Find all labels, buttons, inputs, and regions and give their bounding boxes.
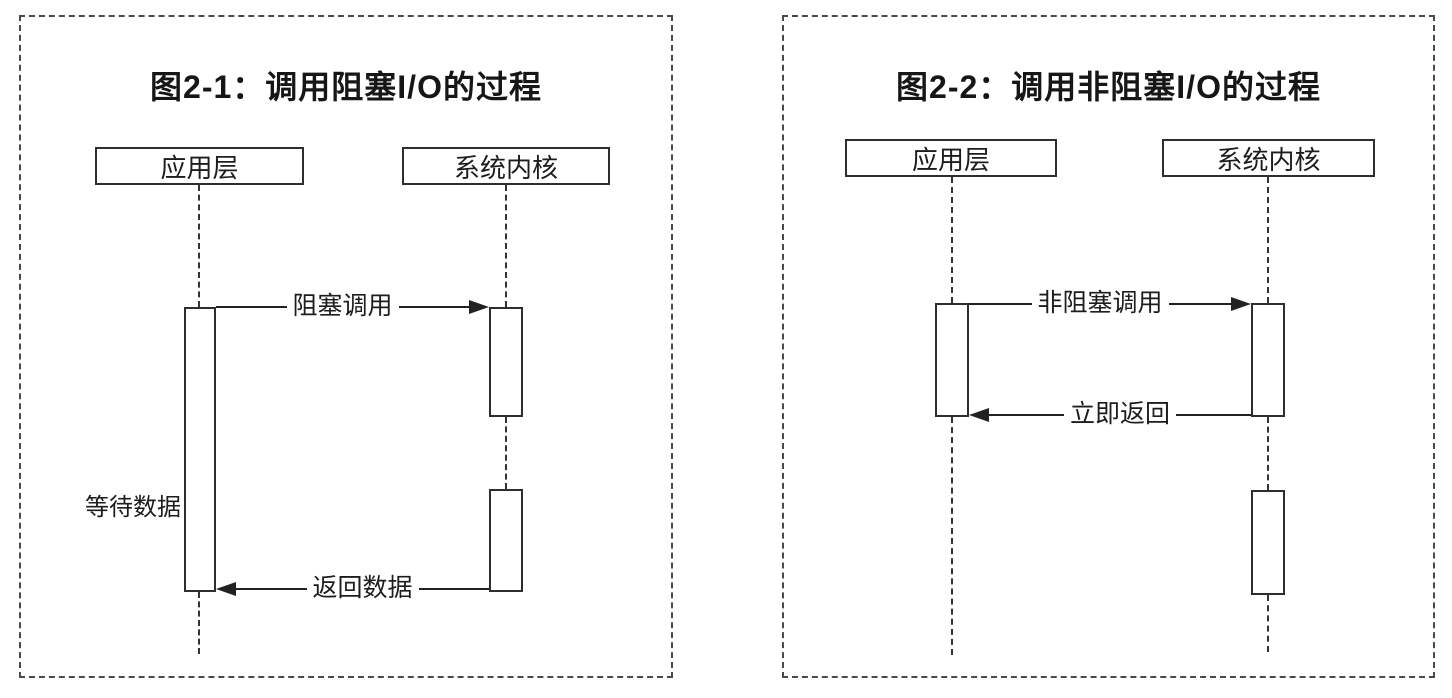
arrow-line: [989, 414, 1064, 416]
message-label-nonblocking-call: 非阻塞调用: [1037, 290, 1163, 317]
lifeline-kernel-lower: [1267, 595, 1269, 652]
message-label-return-data: 返回数据: [312, 575, 413, 602]
actor-label-system-kernel: 系统内核: [453, 153, 558, 183]
message-return-data: 返回数据: [216, 571, 490, 607]
arrow-line: [398, 306, 470, 308]
arrow-line: [1168, 303, 1232, 305]
actor-box-system-kernel: 系统内核: [402, 147, 610, 185]
actor-box-application-layer: 应用层: [845, 139, 1057, 177]
activation-bar-kernel-1: [1251, 303, 1285, 417]
arrow-line: [216, 306, 287, 308]
message-immediate-return: 立即返回: [969, 397, 1252, 433]
activation-bar-kernel-2: [1251, 490, 1285, 595]
actor-label-system-kernel: 系统内核: [1216, 145, 1321, 175]
actor-box-application-layer: 应用层: [95, 147, 304, 185]
lifeline-kernel-middle: [505, 417, 507, 489]
actor-label-application-layer: 应用层: [160, 153, 239, 183]
arrow-line: [969, 303, 1032, 305]
message-label-blocking-call: 阻塞调用: [292, 293, 393, 320]
figure-2-2-panel: 图2-2：调用非阻塞I/O的过程 应用层 系统内核 非阻塞调用 立即返回: [782, 15, 1435, 678]
message-label-immediate-return: 立即返回: [1070, 401, 1171, 428]
arrow-head-right-icon: [1231, 297, 1252, 311]
arrow-head-left-icon: [216, 582, 236, 596]
annotation-waiting-for-data: 等待数据: [85, 495, 181, 521]
arrow-head-left-icon: [969, 408, 989, 422]
actor-label-application-layer: 应用层: [911, 145, 990, 175]
lifeline-kernel-middle: [1267, 417, 1269, 490]
figure-2-1-panel: 图2-1：调用阻塞I/O的过程 应用层 系统内核 阻塞调用 返回数据: [19, 15, 673, 678]
figure-2-1-title: 图2-1：调用阻塞I/O的过程: [150, 69, 542, 105]
arrow-head-right-icon: [469, 300, 490, 314]
figure-2-2-title: 图2-2：调用非阻塞I/O的过程: [896, 69, 1321, 105]
lifeline-kernel-upper: [505, 185, 507, 307]
arrow-line: [1176, 414, 1252, 416]
message-blocking-call: 阻塞调用: [216, 289, 490, 325]
arrow-line: [418, 588, 490, 590]
message-nonblocking-call: 非阻塞调用: [969, 286, 1252, 322]
activation-bar-kernel-2: [489, 489, 523, 592]
lifeline-application-lower: [951, 417, 953, 655]
activation-bar-application: [184, 307, 216, 592]
lifeline-application-upper: [198, 185, 200, 307]
lifeline-kernel-upper: [1267, 177, 1269, 303]
arrow-line: [236, 588, 307, 590]
activation-bar-kernel-1: [489, 307, 523, 417]
activation-bar-application: [935, 303, 969, 417]
lifeline-application-upper: [951, 177, 953, 303]
actor-box-system-kernel: 系统内核: [1162, 139, 1375, 177]
lifeline-application-lower: [198, 592, 200, 654]
